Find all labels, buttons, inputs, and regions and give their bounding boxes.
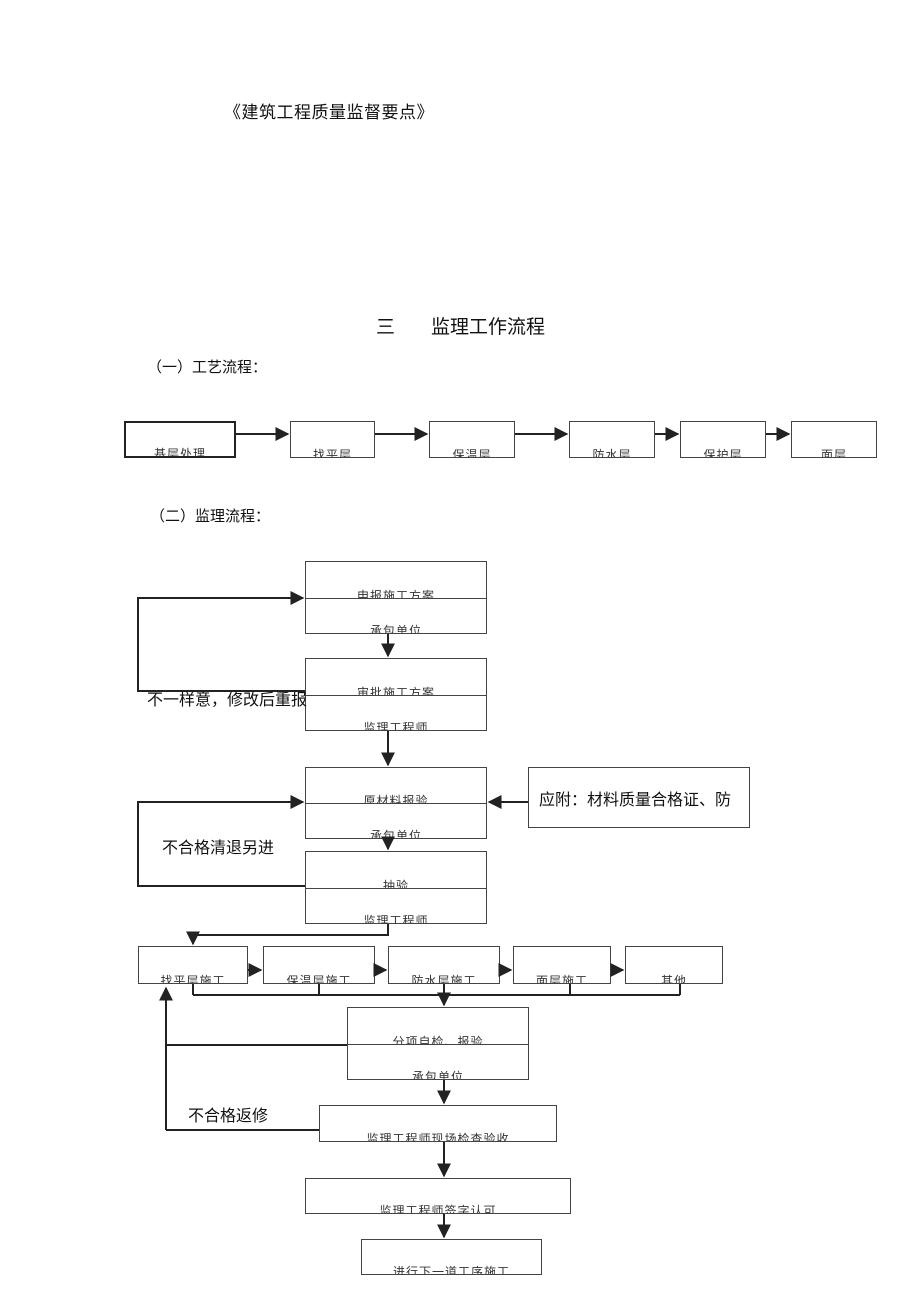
craft-step-base-treatment: 基层处理 bbox=[124, 421, 236, 458]
plan-review-actor: 监理工程师 bbox=[363, 721, 429, 730]
plan-submit-actor: 承包单位 bbox=[369, 624, 422, 633]
construction-step-leveling: 找平层施工 bbox=[138, 946, 248, 984]
plan-review-box: 审批施工方案 监理工程师 bbox=[305, 658, 487, 731]
reject-plan-label: 不一样意，修改后重报 bbox=[147, 690, 308, 709]
construction-step-surface: 面层施工 bbox=[513, 946, 611, 984]
craft-flow-heading: （一）工艺流程： bbox=[147, 358, 268, 376]
section-number: 三 bbox=[376, 316, 396, 338]
reject-material-label: 不合格清退另进 bbox=[162, 838, 275, 857]
attachment-note-box: 应附：材料质量合格证、防 bbox=[528, 767, 750, 828]
material-submit-actor: 承包单位 bbox=[369, 829, 422, 838]
document-title: 《建筑工程质量监督要点》 bbox=[224, 103, 434, 123]
sampling-actor: 监理工程师 bbox=[363, 914, 429, 923]
inspection-box: 分项自检、报验 承包单位 bbox=[347, 1007, 529, 1080]
inspection-action: 分项自检、报验 bbox=[348, 1008, 528, 1045]
craft-step-insulation: 保温层 bbox=[429, 421, 515, 458]
construction-step-insulation: 保温层施工 bbox=[263, 946, 375, 984]
craft-step-waterproof: 防水层 bbox=[569, 421, 655, 458]
material-submit-box: 原材料报验 承包单位 bbox=[305, 767, 487, 839]
inspection-actor: 承包单位 bbox=[411, 1070, 464, 1079]
craft-step-protection: 保护层 bbox=[680, 421, 766, 458]
craft-step-surface: 面层 bbox=[791, 421, 877, 458]
plan-submit-action: 申报施工方案 bbox=[306, 562, 486, 599]
section-heading: 三 监理工作流程 bbox=[376, 312, 545, 339]
sampling-box: 抽验 监理工程师 bbox=[305, 851, 487, 924]
construction-step-other: 其他 bbox=[625, 946, 723, 984]
construction-step-waterproof: 防水层施工 bbox=[388, 946, 500, 984]
plan-submit-box: 申报施工方案 承包单位 bbox=[305, 561, 487, 634]
engineer-sign-box: 监理工程师签字认可 bbox=[305, 1178, 571, 1214]
next-step-box: 进行下一道工序施工 bbox=[361, 1239, 542, 1275]
material-submit-action: 原材料报验 bbox=[306, 768, 486, 804]
supervision-flow-heading: （二）监理流程： bbox=[150, 507, 271, 525]
reject-rework-label: 不合格返修 bbox=[188, 1106, 269, 1125]
plan-review-action: 审批施工方案 bbox=[306, 659, 486, 696]
section-title: 监理工作流程 bbox=[431, 316, 546, 338]
sampling-action: 抽验 bbox=[306, 852, 486, 889]
craft-step-leveling: 找平层 bbox=[290, 421, 375, 458]
engineer-check-box: 监理工程师现场检查验收 bbox=[319, 1105, 557, 1142]
